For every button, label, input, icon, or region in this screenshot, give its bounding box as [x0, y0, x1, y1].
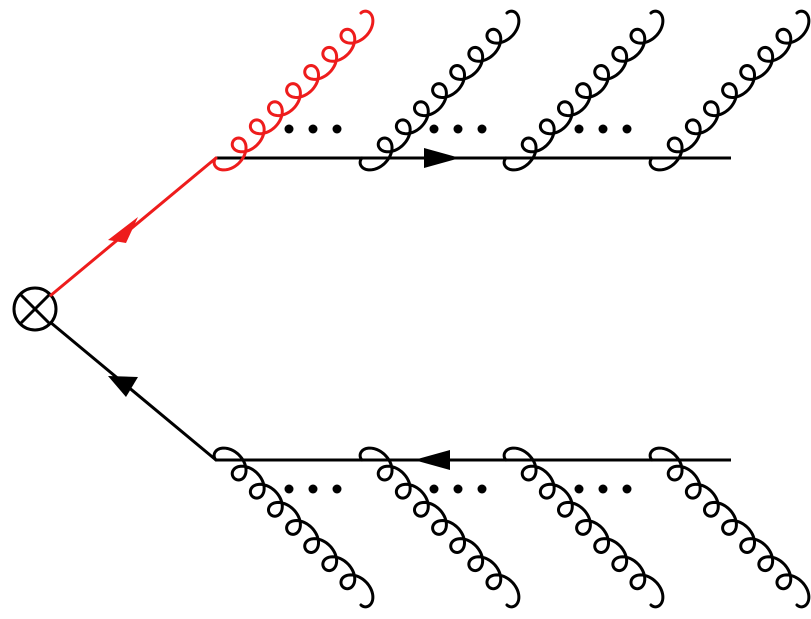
upper-ellipsis-2-dot-2	[453, 124, 463, 134]
upper-gluon-3	[502, 9, 665, 172]
lower-fermion-incoming	[49, 320, 217, 462]
lower-gluon-4	[648, 446, 811, 609]
lower-gluons	[212, 446, 811, 609]
lower-gluon-1	[212, 446, 375, 609]
upper-fermion-arrow	[424, 148, 460, 168]
lower-gluon-2	[358, 446, 521, 609]
lower-fermion-incoming-arrow	[108, 376, 138, 397]
lower-ellipsis-1-dot-1	[284, 484, 294, 494]
upper-fermion-incoming	[49, 156, 217, 298]
upper-ellipsis-1-dot-1	[284, 124, 294, 134]
upper-ellipsis-1-dot-2	[308, 124, 318, 134]
upper-ellipsis-1-dot-3	[332, 124, 342, 134]
lower-ellipsis-1-dot-3	[332, 484, 342, 494]
lower-gluon-3	[502, 446, 665, 609]
upper-ellipses	[284, 124, 632, 134]
upper-gluons	[212, 9, 811, 172]
upper-ellipsis-3-dot-2	[598, 124, 608, 134]
lower-ellipsis-3-dot-3	[622, 484, 632, 494]
upper-ellipsis-3-dot-1	[574, 124, 584, 134]
upper-fermion-incoming-arrow	[108, 217, 138, 243]
lower-ellipsis-2-dot-1	[429, 484, 439, 494]
lower-ellipsis-2-dot-2	[453, 484, 463, 494]
upper-ellipsis-2-dot-3	[477, 124, 487, 134]
operator-vertex	[12, 286, 58, 332]
lower-ellipsis-2-dot-3	[477, 484, 487, 494]
lower-fermion-arrow	[414, 450, 450, 470]
upper-gluon-2	[358, 9, 521, 172]
lower-ellipsis-3-dot-2	[598, 484, 608, 494]
lower-ellipsis-3-dot-1	[574, 484, 584, 494]
upper-gluon-1	[212, 9, 375, 172]
upper-gluon-4	[648, 9, 811, 172]
upper-ellipsis-3-dot-3	[622, 124, 632, 134]
lower-ellipsis-1-dot-2	[308, 484, 318, 494]
upper-fermion-line	[216, 148, 731, 168]
upper-ellipsis-2-dot-1	[429, 124, 439, 134]
lower-ellipses	[284, 484, 632, 494]
lower-fermion-line	[216, 450, 731, 470]
